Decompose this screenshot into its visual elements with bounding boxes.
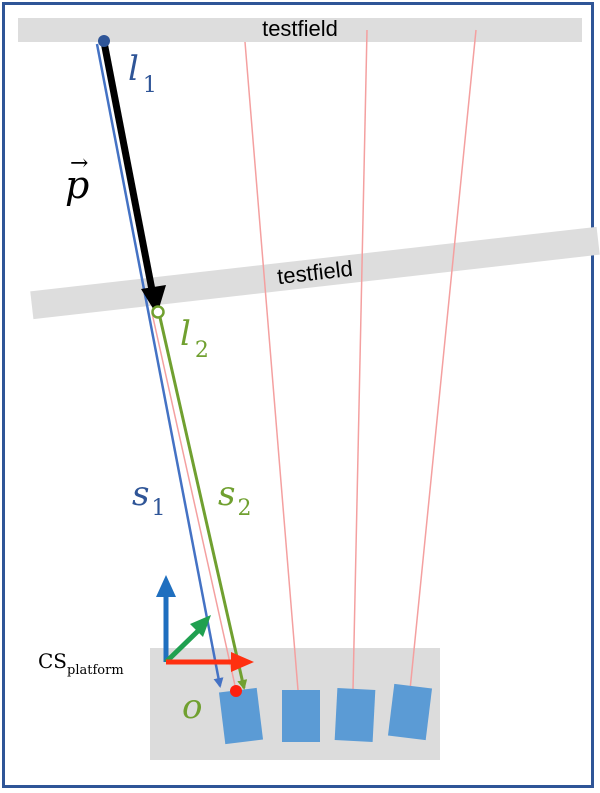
ray-s1 [95, 43, 224, 688]
label-origin: o [182, 687, 202, 727]
ray-pink-1 [151, 312, 237, 691]
camera-3 [334, 688, 376, 742]
testfield-label-mid: testfield [276, 256, 354, 289]
axis-y [164, 628, 201, 664]
point-origin [230, 685, 242, 697]
label-s2: s2 [218, 474, 251, 521]
axis-y-arrowhead [190, 615, 211, 637]
ray-pink-4 [409, 29, 477, 691]
testfield-label-top: testfield [262, 16, 338, 41]
camera-2 [282, 690, 320, 742]
testfield-band-top [18, 18, 582, 42]
point-l2 [151, 305, 165, 319]
vector-p [100, 41, 156, 291]
axis-x-arrowhead [231, 652, 254, 672]
ray-pink-2 [244, 41, 299, 691]
label-p-arrow: → [70, 151, 88, 176]
camera-1 [218, 687, 264, 745]
label-cs-platform: CSplatform [38, 649, 124, 678]
camera-4 [387, 683, 433, 741]
label-s1: s1 [132, 474, 165, 521]
axis-z-arrowhead [156, 575, 176, 597]
point-l1 [98, 35, 110, 47]
ray-s2 [157, 312, 248, 690]
ray-pink-3 [352, 29, 368, 691]
vector-p-arrowhead [141, 285, 166, 315]
label-p: p [65, 163, 89, 207]
testfield-band-mid [30, 226, 600, 320]
